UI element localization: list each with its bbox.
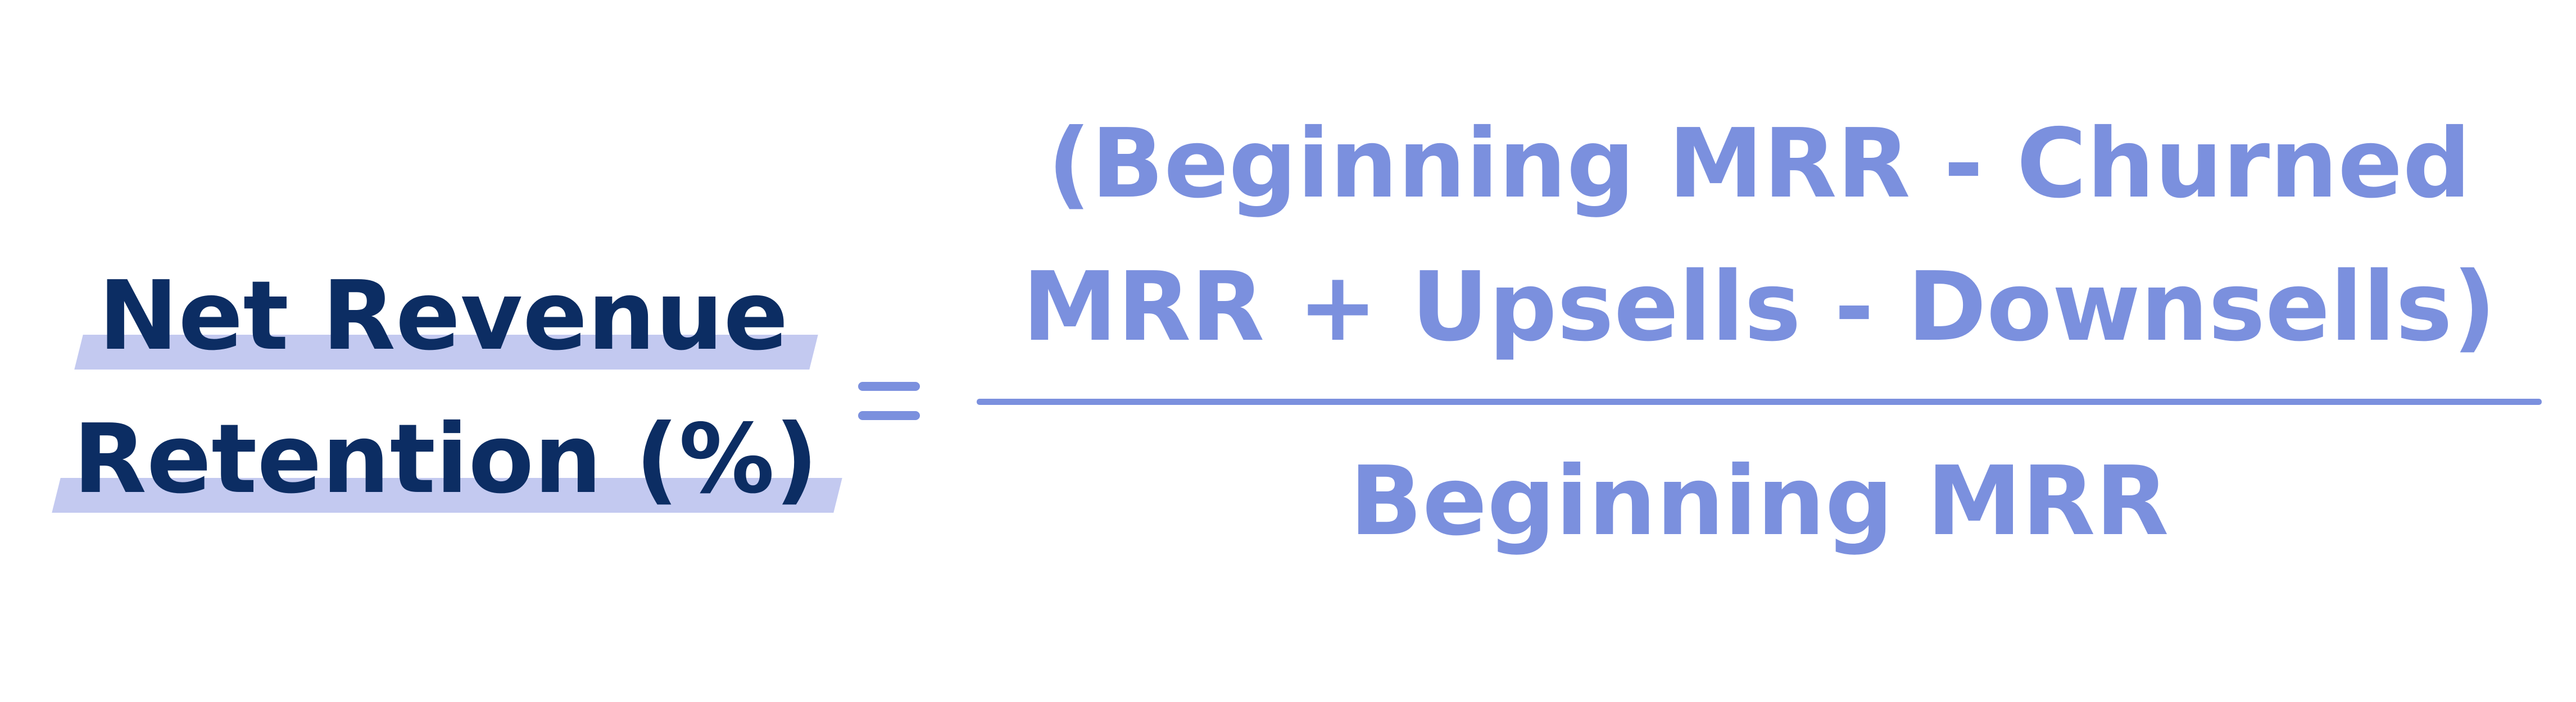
equals-bar-bottom [858,411,920,420]
equals-sign [858,382,920,421]
term-line-1: Net Revenue [74,268,818,370]
numerator-line-1: (Beginning MRR - Churned [1047,108,2471,220]
term-line-2: Retention (%) [52,412,842,513]
equals-bar-top [858,382,920,391]
term-text-line-2: Retention (%) [73,404,819,515]
fraction-bar [977,399,2542,405]
numerator: (Beginning MRR - Churned MRR + Upsells -… [977,93,2542,379]
denominator: Beginning MRR [1349,446,2169,557]
numerator-line-2: MRR + Upsells - Downsells) [1022,252,2496,363]
term-text-line-1: Net Revenue [98,261,788,372]
